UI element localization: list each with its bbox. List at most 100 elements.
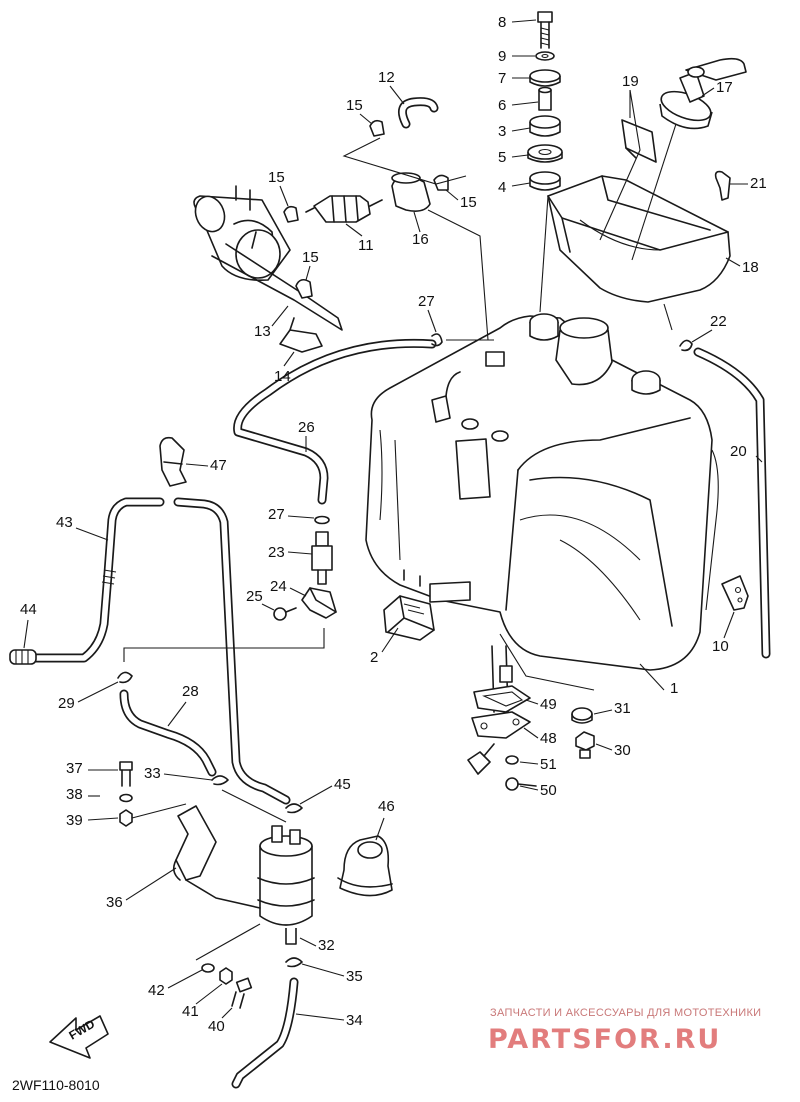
callout-26: 26 [298,419,315,436]
overflow-hose-20[interactable] [693,347,771,659]
nut-39[interactable] [119,809,133,827]
fuel-cock-48[interactable] [471,645,531,739]
callout-43: 43 [56,514,73,531]
callout-6: 6 [498,97,506,114]
strap-19[interactable] [621,119,657,163]
seal-31[interactable] [571,707,593,724]
damper-7[interactable] [529,69,561,87]
damper-3[interactable] [529,115,561,137]
callout-3: 3 [498,123,506,140]
callout-34: 34 [346,1012,363,1029]
callout-51: 51 [540,756,557,773]
hose-28[interactable] [119,689,217,777]
callout-38: 38 [66,786,83,803]
watermark: ЗАПЧАСТИ И АКСЕССУАРЫ ДЛЯ МОТОТЕХНИКИ PA… [488,1007,761,1055]
clamp-14[interactable] [279,317,323,353]
screw-25[interactable] [273,607,297,621]
bracket-36[interactable] [172,805,261,909]
callout-1: 1 [670,680,678,697]
clip-27-top[interactable] [431,333,443,347]
damper-4[interactable] [529,171,561,191]
drain-bolt-30[interactable] [575,731,595,759]
bolt-37[interactable] [119,761,133,787]
screw-50[interactable] [505,777,537,791]
bolt-40[interactable] [231,977,253,1009]
callout-16: 16 [412,231,429,248]
callout-44: 44 [20,601,37,618]
callout-22: 22 [710,313,727,330]
leader-33 [221,789,287,823]
bracket-24[interactable] [301,587,337,619]
hose-43[interactable] [31,497,165,663]
washer-9[interactable] [535,51,555,61]
clip-27-lower[interactable] [314,515,330,525]
callout-23: 23 [268,544,285,561]
joint-16[interactable] [391,172,431,212]
collar-6[interactable] [538,86,552,111]
cock-23[interactable] [311,531,333,585]
callout-29: 29 [58,695,75,712]
washer-51[interactable] [505,755,519,765]
callout-labels: 1 2 3 4 5 6 7 8 9 10 11 12 13 14 15 15 1… [20,14,767,1035]
callout-9: 9 [498,48,506,65]
callout-15d: 15 [460,194,477,211]
leader-36 [131,803,187,819]
tank-cap-17[interactable] [657,57,747,130]
diagram-code: 2WF110-8010 [12,1077,100,1093]
leader-22 [663,303,673,331]
valve-51[interactable] [467,743,495,775]
gasket-49[interactable] [473,685,531,713]
clip-33[interactable] [211,775,229,786]
watermark-brand: PARTSFOR.RU [488,1024,721,1055]
clip-22[interactable] [679,339,693,352]
bolt-8[interactable] [537,11,553,49]
callout-18: 18 [742,259,759,276]
clip-29[interactable] [117,671,133,684]
callout-37: 37 [66,760,83,777]
clip-35[interactable] [285,957,303,968]
clamp-21[interactable] [714,170,731,201]
callout-47: 47 [210,457,227,474]
leader-cock [499,633,595,691]
hose-45-long[interactable] [173,497,291,805]
nut-41[interactable] [219,967,233,985]
canister-assembly[interactable] [191,185,291,282]
clip-45[interactable] [285,803,303,814]
callout-5: 5 [498,149,506,166]
callout-31: 31 [614,700,631,717]
bracket-13[interactable] [211,231,343,331]
callout-48: 48 [540,730,557,747]
callout-42: 42 [148,982,165,999]
callout-32: 32 [318,937,335,954]
callout-12: 12 [378,69,395,86]
callout-41: 41 [182,1003,199,1020]
callout-30: 30 [614,742,631,759]
callout-11: 11 [358,237,374,254]
fuel-filter-32[interactable] [257,825,315,945]
washer-38[interactable] [119,793,133,803]
fuel-tank[interactable] [365,313,719,671]
callout-27a: 27 [418,293,435,310]
breather-hose-26[interactable] [233,338,437,505]
clamp-47[interactable] [159,436,187,487]
leader-16 [427,209,489,341]
filter-11[interactable] [305,195,383,223]
leader-17 [631,123,677,261]
clip-15-lower[interactable] [295,278,313,299]
clamp-10[interactable] [721,575,749,611]
clip-15-mid[interactable] [283,205,299,223]
cover-46[interactable] [337,835,393,897]
clip-15-top[interactable] [369,119,385,137]
washer-42[interactable] [201,963,215,973]
callout-39: 39 [66,812,83,829]
callout-45: 45 [334,776,351,793]
hose-end-44[interactable] [9,649,37,665]
callout-15a: 15 [346,97,363,114]
hose-34[interactable] [231,977,299,1089]
damper-2[interactable] [383,595,435,641]
hose-12[interactable] [397,97,439,129]
callout-25: 25 [246,588,263,605]
damper-5[interactable] [527,144,563,163]
callout-14: 14 [274,368,291,385]
